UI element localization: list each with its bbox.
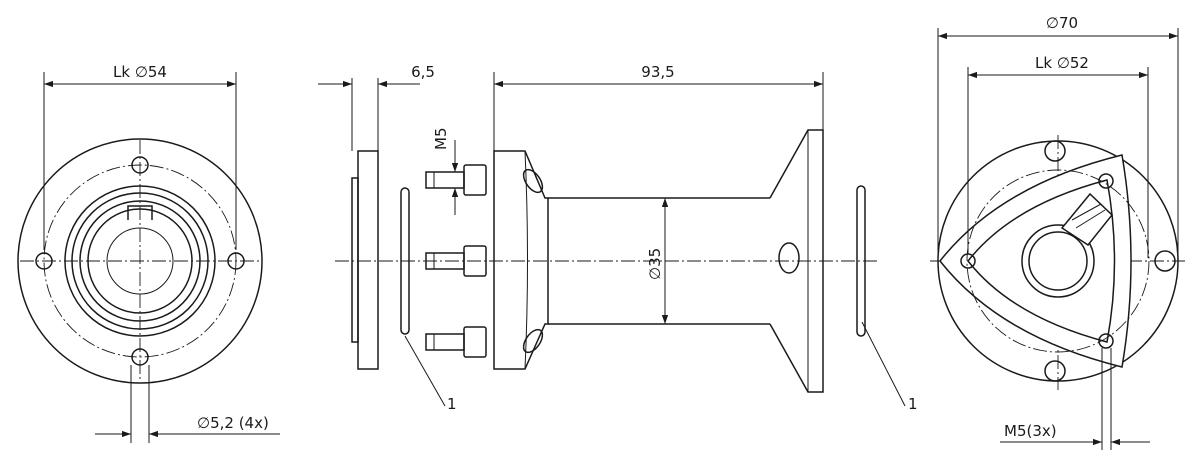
right-pitch-circle-label: Lk ∅52 (1035, 54, 1089, 72)
right-triangular-inner (967, 179, 1116, 343)
right-bore (1028, 231, 1088, 291)
body-hole-top (522, 168, 544, 194)
left-keyway (127, 205, 153, 220)
flange-plate (357, 150, 379, 370)
right-pitch-circle (966, 169, 1150, 353)
item-leader-left (404, 335, 446, 407)
left-hole-right (227, 252, 245, 270)
flange-spigot (351, 177, 359, 343)
length-label: 93,5 (641, 63, 674, 81)
left-shaft-circle (106, 227, 174, 295)
right-hole-bottom (1098, 333, 1114, 349)
item-label-left: 1 (447, 395, 457, 413)
item-label-right: 1 (908, 395, 918, 413)
left-hole-label: ∅5,2 (4x) (197, 414, 269, 432)
left-hole-top (131, 156, 149, 174)
left-bore-inner (87, 208, 193, 314)
left-flange-view: Lk ∅54 ∅5,2 (4x) (17, 63, 280, 443)
body-right-flange (769, 129, 824, 393)
side-view: 6,5 1 M5 (318, 63, 918, 413)
left-hub-outer (64, 185, 216, 337)
left-pitch-circle-label: Lk ∅54 (113, 63, 167, 81)
right-end-view: ∅70 Lk ∅52 M5(3x) (930, 14, 1185, 450)
screw-bottom (425, 326, 487, 358)
right-outer-diameter-label: ∅70 (1046, 14, 1078, 32)
right-hub (1021, 224, 1095, 298)
left-bore-ring (79, 200, 201, 322)
left-outer-circle (17, 138, 263, 384)
right-hole-top (1098, 173, 1114, 189)
screw-middle (425, 245, 487, 277)
screw-top-head (463, 164, 487, 196)
seal-ring-right (856, 185, 866, 337)
right-slot-hatch-2 (1075, 209, 1106, 229)
item-leader-right (861, 321, 906, 407)
right-lug-bottom (1044, 360, 1066, 382)
screw-bot-head (463, 326, 487, 358)
flange-thickness-label: 6,5 (411, 63, 435, 81)
body-hole-bottom (522, 328, 544, 354)
right-slot (1060, 192, 1114, 247)
left-hole-bottom (131, 348, 149, 366)
screw-top-shank (425, 171, 465, 189)
tube-diameter-label: ∅35 (646, 248, 664, 280)
right-lug-right (1154, 250, 1176, 272)
body-cross-hole (778, 242, 800, 274)
body-left-flange (493, 150, 549, 370)
seal-ring-left (400, 187, 410, 335)
screw-mid-head (463, 245, 487, 277)
body-left-flange-edge (524, 150, 528, 370)
left-pitch-circle (43, 164, 237, 358)
right-lug-top (1044, 140, 1066, 162)
screw-bot-shank (425, 333, 465, 351)
thread-label: M5 (432, 128, 450, 151)
screw-top (425, 164, 487, 196)
right-thread-label: M5(3x) (1004, 422, 1057, 440)
right-slot-hatch-1 (1071, 203, 1102, 221)
left-hub-ring (71, 192, 209, 330)
left-hole-left (35, 252, 53, 270)
